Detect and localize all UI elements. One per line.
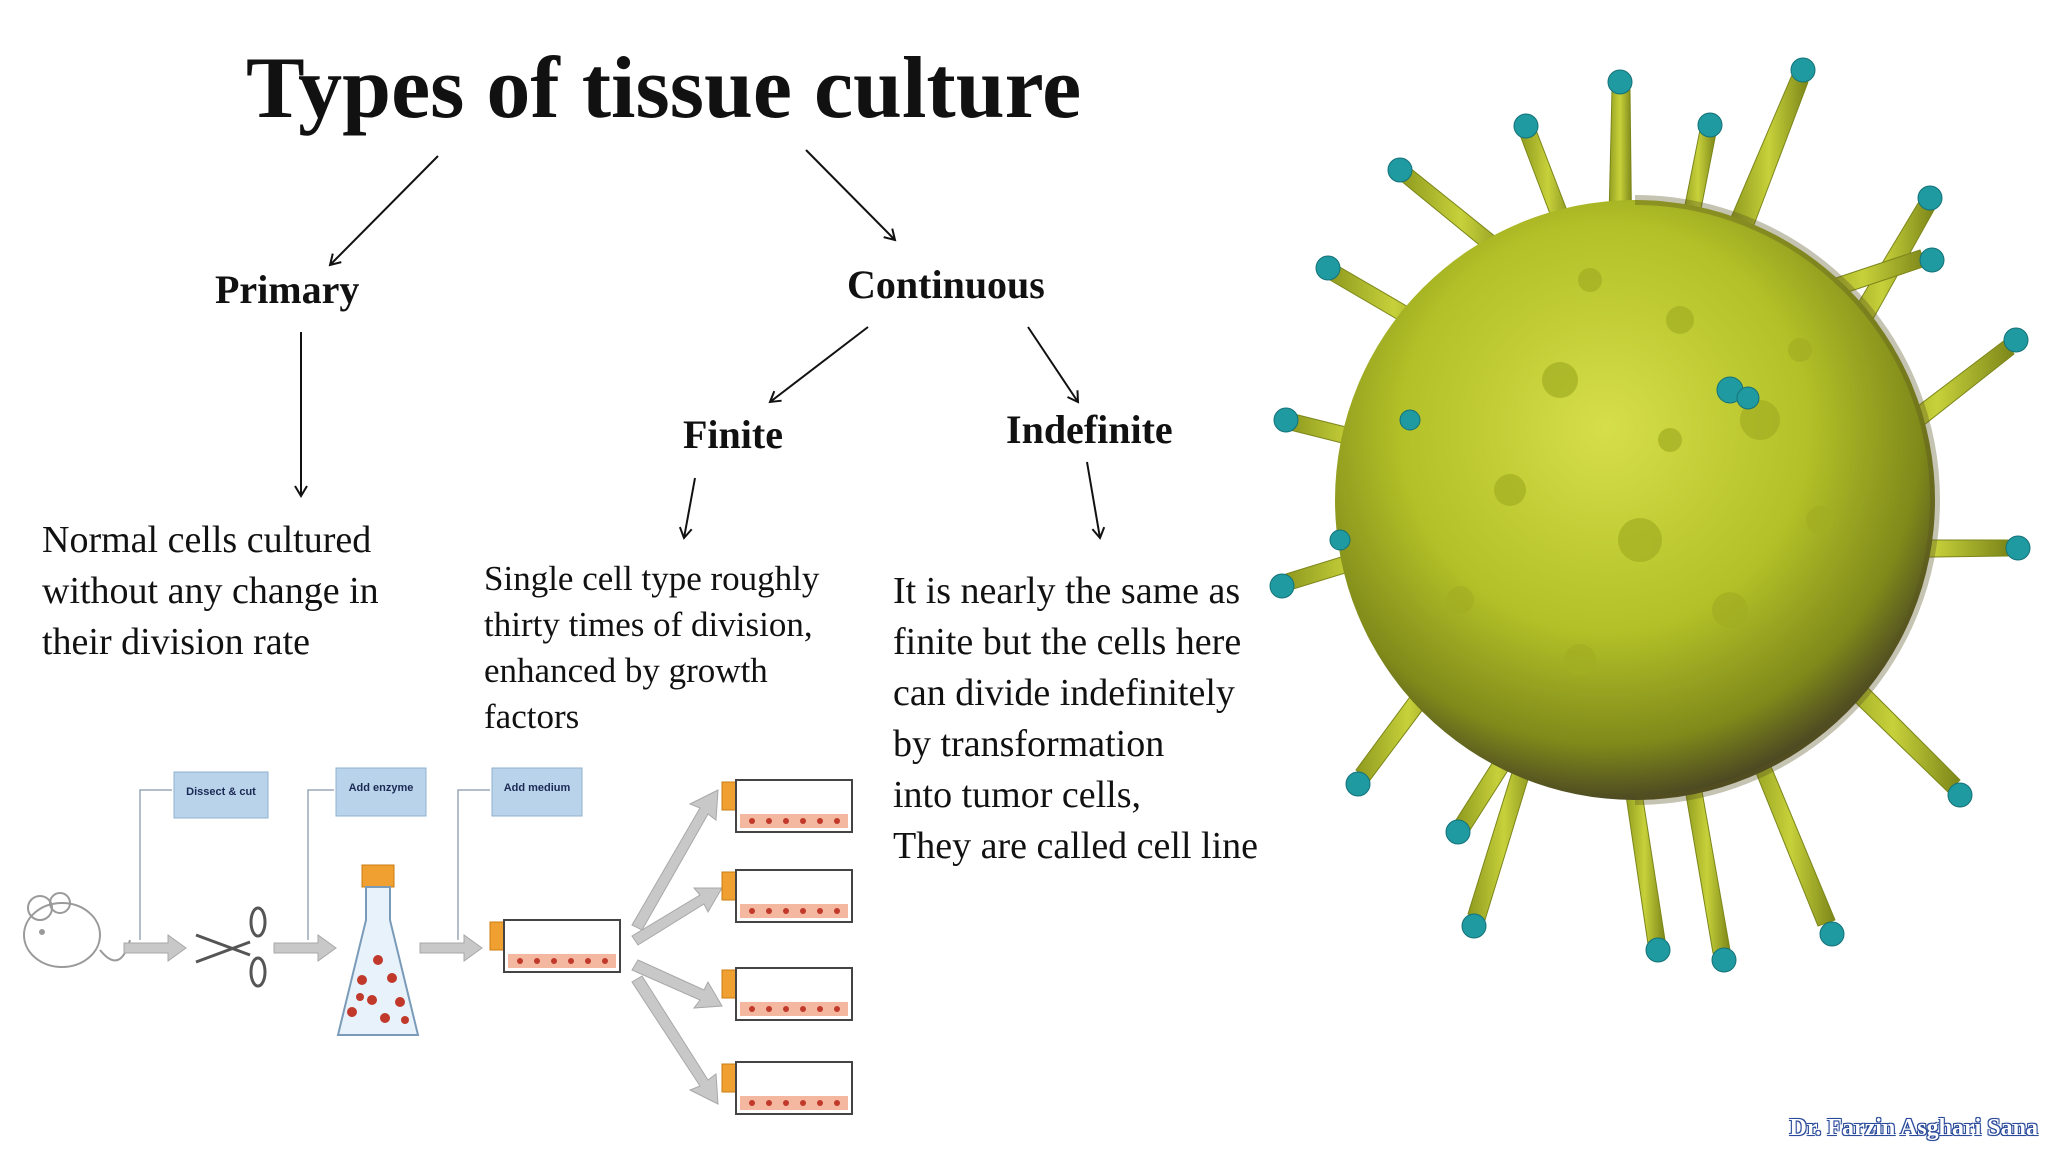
description-line: finite but the cells here	[893, 621, 1242, 663]
process-arrow	[419, 934, 483, 962]
branch-arrow	[631, 959, 723, 1009]
culture-process-illustration: Dissect & cut Add enzyme Add medium	[23, 767, 853, 1115]
description-line: thirty times of division,	[484, 605, 813, 644]
page-title: Types of tissue culture	[246, 40, 1082, 137]
virus-surface-texture	[1446, 268, 1834, 676]
daughter-flask-icon	[721, 1061, 853, 1115]
step-label: Add medium	[504, 782, 571, 794]
description-line: by transformation	[893, 723, 1165, 765]
description-line: Normal cells cultured	[42, 519, 372, 561]
step-box-enzyme: Add enzyme	[335, 767, 427, 817]
branch-arrow	[631, 789, 719, 931]
arrow-title-to-continuous	[805, 149, 897, 242]
arrow-continuous-to-finite	[768, 326, 869, 404]
arrow-title-to-primary	[328, 155, 439, 267]
node-finite: Finite	[683, 412, 783, 457]
author-credit: Dr. Farzin Asghari Sana	[1789, 1115, 2038, 1141]
mouse-icon	[23, 892, 131, 968]
finite-description: Single cell type roughly thirty times of…	[484, 556, 819, 740]
step-label: Add enzyme	[349, 782, 414, 794]
daughter-flask-icon	[721, 967, 853, 1021]
description-line: Single cell type roughly	[484, 559, 820, 598]
step-label: Dissect & cut	[186, 786, 256, 798]
node-continuous: Continuous	[847, 262, 1045, 307]
arrow-continuous-to-indefinite	[1027, 326, 1080, 404]
step-box-dissect: Dissect & cut	[173, 771, 269, 819]
primary-description: Normal cells cultured without any change…	[42, 515, 379, 668]
description-line: enhanced by growth	[484, 651, 768, 690]
description-line: can divide indefinitely	[893, 672, 1235, 714]
step-box-medium: Add medium	[491, 767, 583, 817]
flask-icon	[336, 864, 420, 1036]
daughter-flask-icon	[721, 779, 853, 833]
branch-arrow	[631, 887, 723, 946]
node-indefinite: Indefinite	[1006, 407, 1173, 452]
process-arrow	[123, 934, 187, 962]
virus-illustration	[1269, 57, 2031, 973]
process-arrow	[273, 934, 337, 962]
branch-arrow	[631, 975, 719, 1105]
virus-body	[1335, 200, 1935, 800]
culture-flask-icon	[489, 919, 621, 973]
description-line: without any change in	[42, 570, 379, 612]
daughter-flask-icon	[721, 869, 853, 923]
description-line: their division rate	[42, 621, 311, 663]
indefinite-description: It is nearly the same as finite but the …	[893, 566, 1258, 872]
description-line: into tumor cells,	[893, 774, 1142, 816]
arrow-indefinite-to-description	[1086, 461, 1106, 540]
node-primary: Primary	[215, 267, 360, 312]
description-line: It is nearly the same as	[893, 570, 1241, 612]
virus-spike-tips	[1269, 57, 2031, 973]
arrow-finite-to-description	[678, 477, 696, 540]
description-line: They are called cell line	[893, 825, 1259, 867]
description-line: factors	[484, 697, 580, 736]
scissors-icon	[195, 906, 267, 988]
